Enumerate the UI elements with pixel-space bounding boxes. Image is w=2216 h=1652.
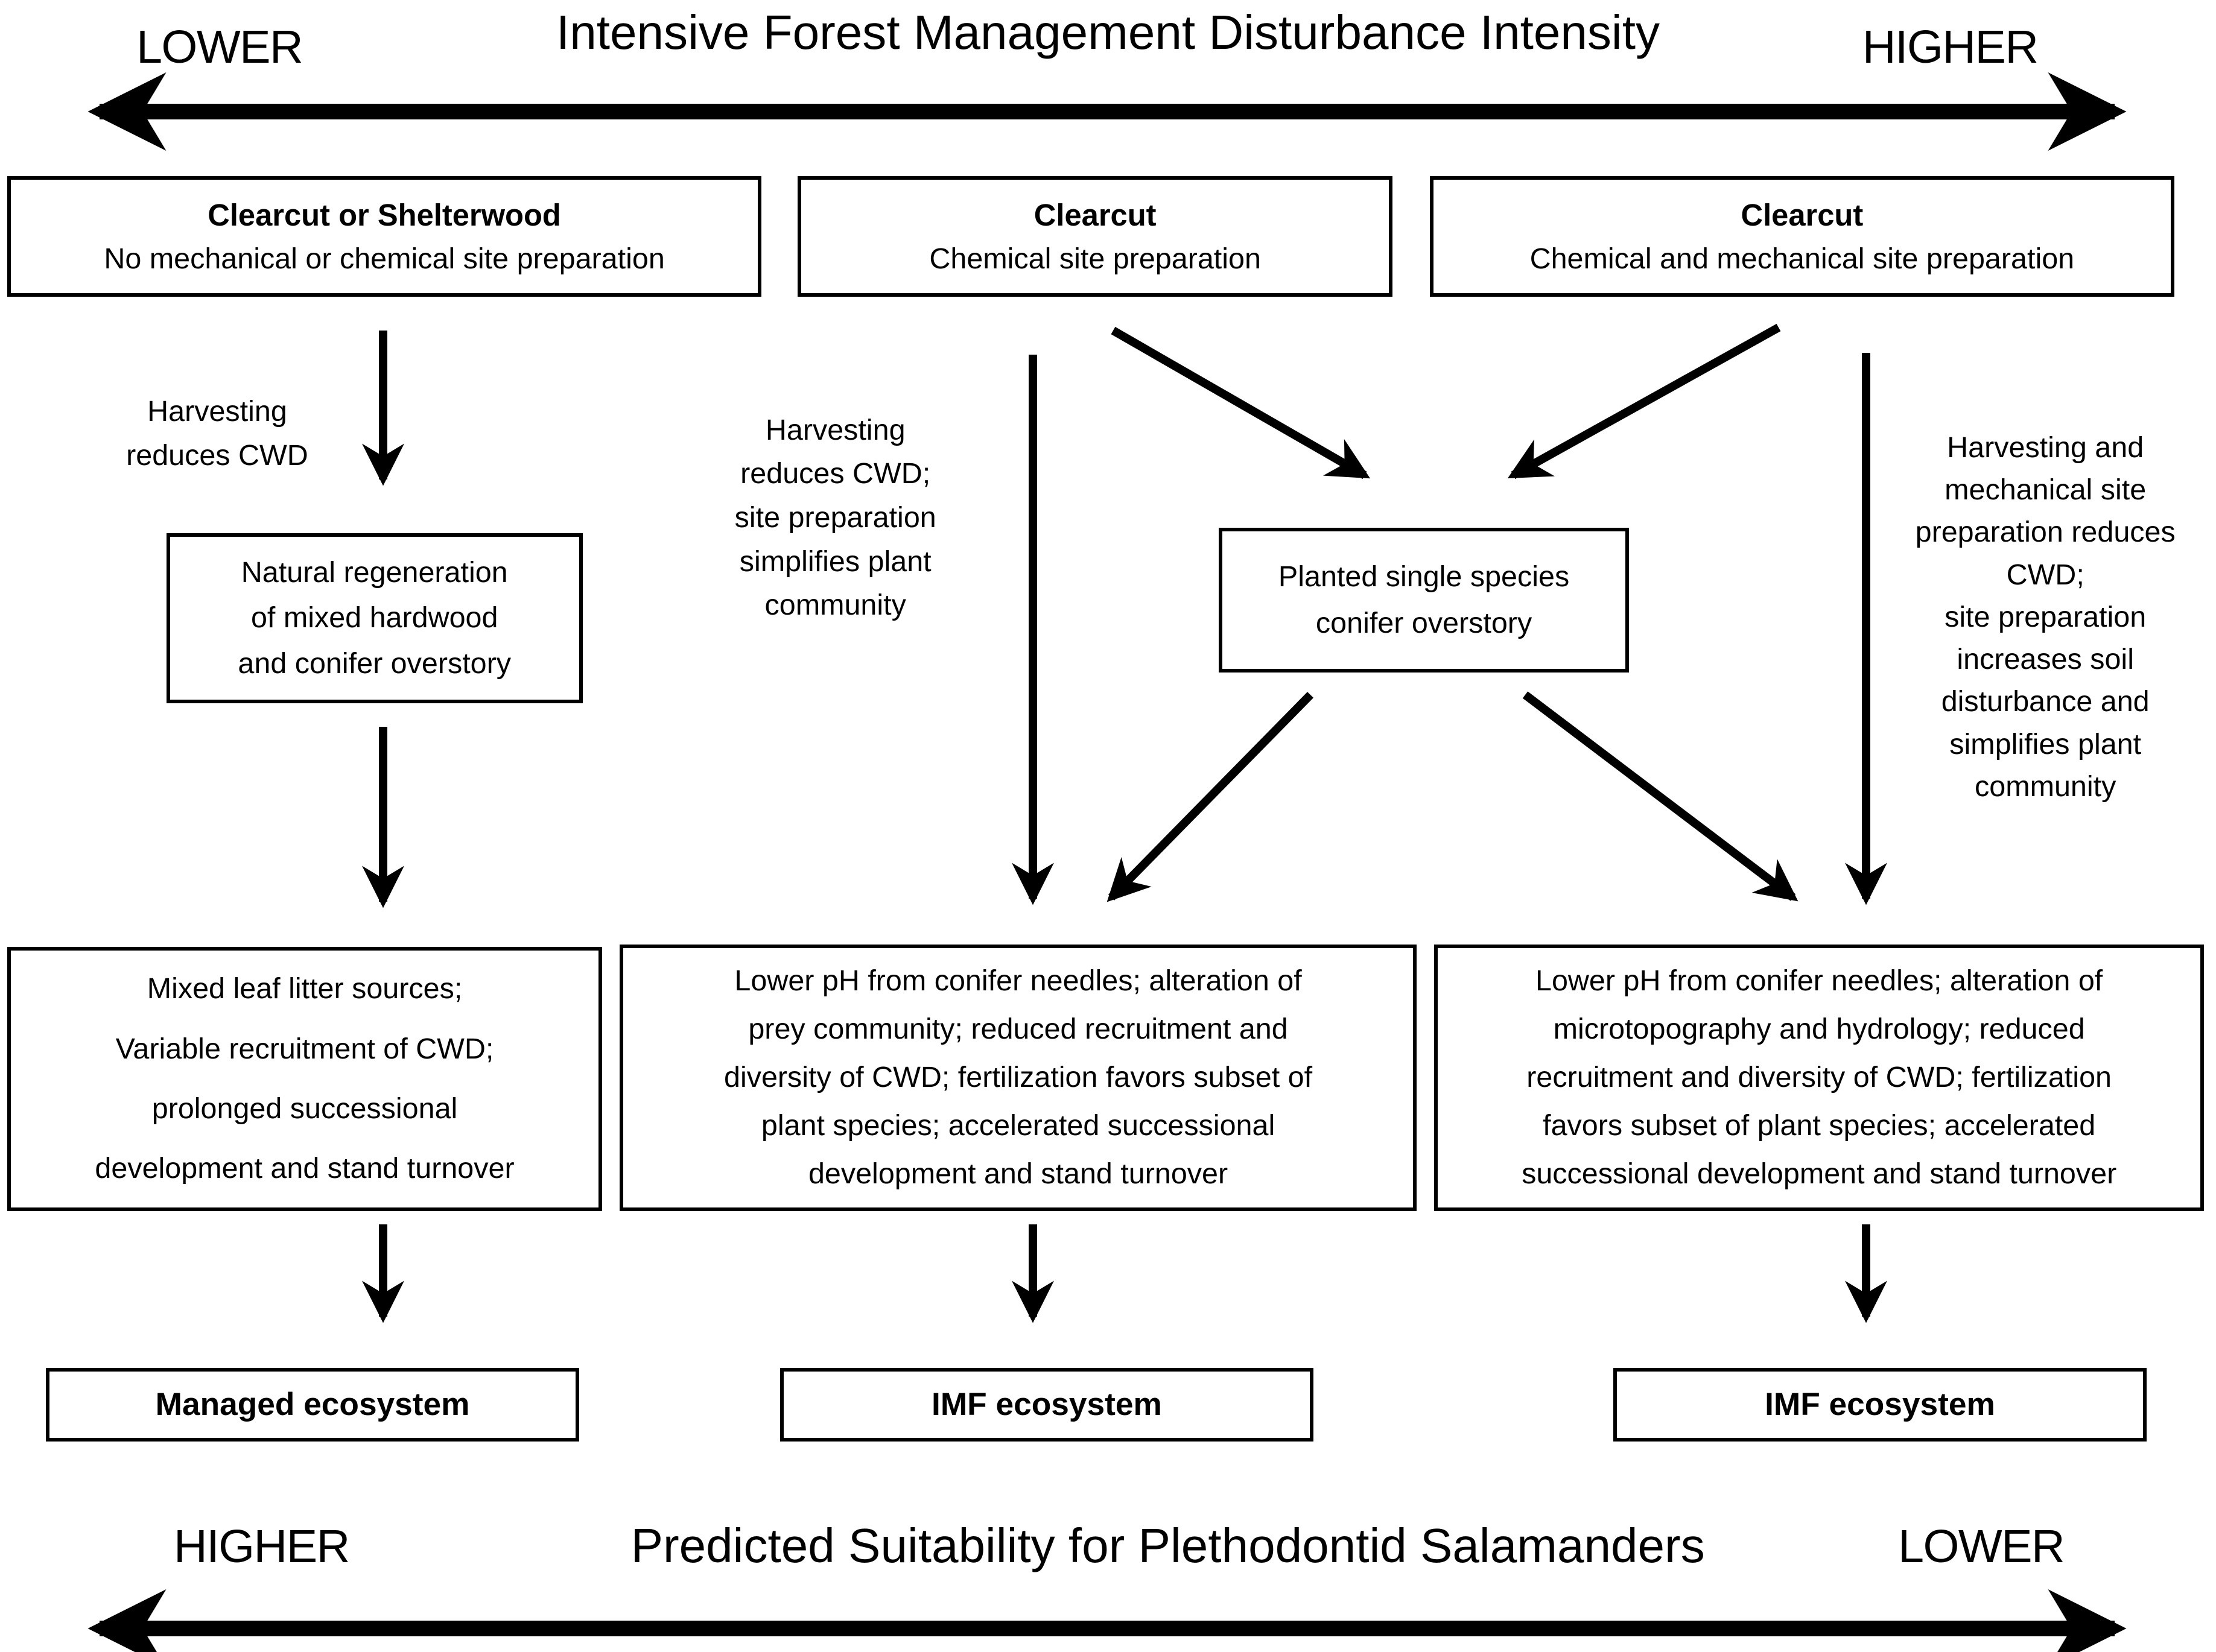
treatment-body: Chemical site preparation [929, 242, 1261, 275]
treatment-heading: Clearcut [1033, 198, 1157, 233]
ecosystem-box-imf-center: IMF ecosystem [779, 1367, 1313, 1442]
ecosystem-label: Managed ecosystem [155, 1387, 470, 1423]
diagonal-arrow-planted-to-right-consequences [1522, 691, 1799, 902]
planted-conifer-text: Planted single species conifer overstory [1278, 560, 1570, 640]
treatment-box-clearcut-shelterwood: Clearcut or Shelterwood No mechanical or… [7, 176, 762, 297]
consequence-text-left: Mixed leaf litter sources; Variable recr… [95, 972, 515, 1185]
ecosystem-label: IMF ecosystem [1765, 1387, 1995, 1423]
natural-regeneration-text: Natural regeneration of mixed hardwood a… [238, 556, 512, 680]
diagonal-arrow-planted-to-center-consequences [1106, 692, 1313, 902]
natural-regeneration-box: Natural regeneration of mixed hardwood a… [166, 533, 583, 703]
ecosystem-label: IMF ecosystem [932, 1387, 1162, 1423]
treatment-heading: Clearcut [1741, 198, 1864, 233]
top-axis-title: Intensive Forest Management Disturbance … [556, 5, 1660, 60]
planted-conifer-box: Planted single species conifer overstory [1219, 528, 1629, 673]
consequence-text-right: Lower pH from conifer needles; alteratio… [1522, 964, 2117, 1191]
consequence-box-right: Lower pH from conifer needles; alteratio… [1434, 945, 2205, 1212]
diagonal-arrow-mechanical-to-planted [1507, 323, 1781, 479]
treatment-box-clearcut-chem-mech: Clearcut Chemical and mechanical site pr… [1429, 176, 2174, 297]
process-label-left: Harvesting reduces CWD [126, 395, 308, 472]
consequence-box-left: Mixed leaf litter sources; Variable recr… [7, 946, 602, 1212]
ecosystem-box-managed: Managed ecosystem [46, 1367, 580, 1442]
bottom-axis-higher-label: HIGHER [174, 1520, 350, 1572]
bottom-axis-title: Predicted Suitability for Plethodontid S… [630, 1519, 1705, 1573]
top-axis-lower-label: LOWER [136, 21, 303, 74]
process-label-right: Harvesting and mechanical site preparati… [1915, 431, 2176, 803]
diagonal-arrow-chemical-to-planted [1111, 326, 1371, 479]
treatment-body: No mechanical or chemical site preparati… [104, 242, 665, 275]
ecosystem-box-imf-right: IMF ecosystem [1613, 1367, 2147, 1442]
treatment-box-clearcut-chemical: Clearcut Chemical site preparation [798, 176, 1393, 297]
bottom-axis-lower-label: LOWER [1898, 1520, 2065, 1572]
process-label-center: Harvesting reduces CWD; site preparation… [734, 413, 936, 622]
consequence-text-center: Lower pH from conifer needles; alteratio… [724, 964, 1313, 1191]
consequence-box-center: Lower pH from conifer needles; alteratio… [619, 945, 1417, 1212]
treatment-body: Chemical and mechanical site preparation [1529, 242, 2075, 275]
top-axis-higher-label: HIGHER [1862, 21, 2039, 74]
treatment-heading: Clearcut or Shelterwood [208, 198, 561, 233]
